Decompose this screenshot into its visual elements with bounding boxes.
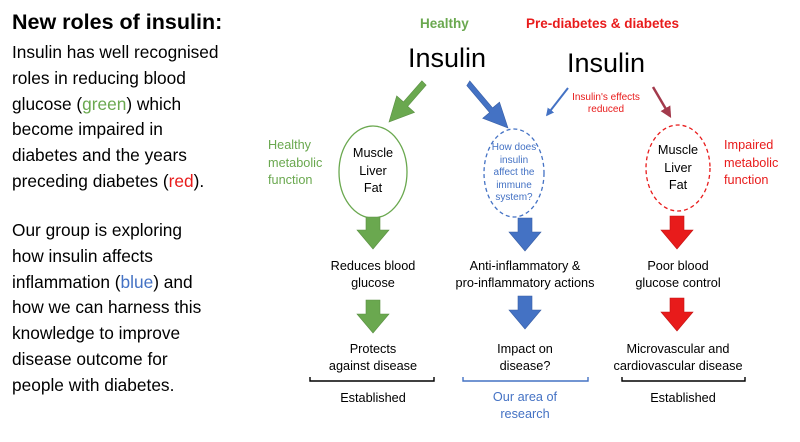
research-text: inflammation ( <box>12 271 121 292</box>
tissue-line: Liver <box>359 163 387 178</box>
arrow-down-blue-2 <box>508 295 542 330</box>
question-line: system? <box>495 192 533 203</box>
research-label-line: research <box>500 407 550 421</box>
prediabetes-header: Pre-diabetes & diabetes <box>526 16 680 31</box>
arrow-down-blue-1 <box>508 217 542 252</box>
blue-keyword: blue <box>120 271 154 292</box>
panel-title: New roles of insulin: <box>12 10 223 34</box>
protects-disease-step: Protects against disease <box>313 341 433 375</box>
established-label-right: Established <box>650 391 716 405</box>
impact-disease-step: Impact on disease? <box>465 341 585 375</box>
intro-line: preceding diabetes (red). <box>12 169 219 195</box>
research-text: ) and <box>153 271 193 292</box>
impaired-tissues-text: Muscle Liver Fat <box>638 142 718 195</box>
reduces-glucose-step: Reduces blood glucose <box>313 258 433 292</box>
circle-immune-question <box>483 128 545 218</box>
healthy-label-line: metabolic <box>268 155 323 170</box>
healthy-label-line: function <box>268 173 313 187</box>
reduced-note-line: Insulin's effects <box>572 92 640 103</box>
intro-paragraph: Insulin has well recognised roles in red… <box>12 40 219 195</box>
inflammatory-actions-step: Anti-inflammatory & pro-inflammatory act… <box>455 258 595 292</box>
reduced-effects-note: Insulin's effects reduced <box>556 92 656 116</box>
arrow-insulin-to-immune-blue <box>466 80 509 129</box>
intro-text: ). <box>193 170 205 191</box>
research-area-label: Our area of research <box>465 389 585 423</box>
research-line: disease outcome for <box>12 348 168 369</box>
arrow-insulin-to-impaired-darkred <box>651 86 672 118</box>
question-line: immune <box>496 179 532 191</box>
step-line: Reduces blood <box>330 259 416 273</box>
research-line: inflammation (blue) and <box>12 270 201 296</box>
step-line: Protects <box>349 342 397 356</box>
step-line: Impact on <box>497 342 553 356</box>
intro-line: glucose (green) which <box>12 92 219 118</box>
reduced-note-line: reduced <box>587 104 625 115</box>
question-line: How does <box>491 142 537 153</box>
arrow-insulin-to-muscle-green <box>388 80 427 123</box>
research-line: knowledge to improve <box>12 323 181 344</box>
healthy-label-line: Healthy <box>268 138 312 152</box>
arrow-down-red-2 <box>660 297 694 332</box>
tissue-line: Muscle <box>352 146 394 160</box>
impaired-label-line: metabolic <box>724 155 779 170</box>
intro-text: ) which <box>126 93 182 114</box>
tissue-line: Muscle <box>657 143 699 157</box>
step-line: Microvascular and <box>626 342 730 356</box>
immune-question-text: How does insulin affect the immune syste… <box>479 142 549 205</box>
research-paragraph: Our group is exploring how insulin affec… <box>12 218 201 399</box>
question-line: affect the <box>493 167 535 178</box>
circle-impaired-tissues <box>645 124 711 212</box>
step-line: against disease <box>328 359 418 373</box>
red-keyword: red <box>168 170 194 191</box>
arrow-down-green-2 <box>356 299 390 334</box>
step-line: glucose control <box>635 276 721 290</box>
intro-line: Insulin has well recognised <box>12 42 219 62</box>
impaired-metabolic-label: Impaired metabolic function <box>724 137 778 190</box>
research-line: Our group is exploring <box>12 220 183 240</box>
arrow-down-green-1 <box>356 216 390 250</box>
healthy-tissues-text: Muscle Liver Fat <box>333 145 413 198</box>
intro-text: preceding diabetes ( <box>12 170 169 191</box>
step-line: glucose <box>351 276 395 290</box>
bracket-established-right <box>621 377 746 382</box>
healthy-header: Healthy <box>420 16 469 31</box>
step-line: Anti-inflammatory & <box>469 259 581 273</box>
bracket-research <box>462 377 589 382</box>
research-line: how we can harness this <box>12 297 202 318</box>
bracket-established-left <box>309 377 435 382</box>
green-keyword: green <box>82 93 127 114</box>
established-label-left: Established <box>340 391 406 405</box>
step-line: cardiovascular disease <box>613 359 743 373</box>
research-label-line: Our area of <box>492 390 558 404</box>
tissue-line: Liver <box>664 160 692 175</box>
step-line: disease? <box>499 359 551 373</box>
tissue-line: Fat <box>363 181 383 195</box>
impaired-label-line: Impaired <box>724 138 774 152</box>
intro-text: glucose ( <box>12 93 83 114</box>
intro-line: roles in reducing blood <box>12 67 186 88</box>
insulin-healthy-label: Insulin <box>408 43 487 73</box>
research-line: people with diabetes. <box>12 374 175 395</box>
research-line: how insulin affects <box>12 245 153 266</box>
intro-line: diabetes and the years <box>12 145 187 166</box>
poor-glucose-step: Poor blood glucose control <box>618 258 738 292</box>
tissue-line: Fat <box>668 178 688 192</box>
step-line: Poor blood <box>647 259 709 273</box>
insulin-diabetes-label: Insulin <box>567 48 646 78</box>
intro-line: become impaired in <box>12 119 163 140</box>
healthy-metabolic-label: Healthy metabolic function <box>268 137 322 190</box>
question-line: insulin <box>499 154 529 166</box>
arrow-insulin-to-question-thin-blue <box>546 87 569 117</box>
vascular-disease-step: Microvascular and cardiovascular disease <box>608 341 748 375</box>
impaired-label-line: function <box>724 173 769 187</box>
arrow-down-red-1 <box>660 215 694 250</box>
step-line: pro-inflammatory actions <box>455 276 595 290</box>
